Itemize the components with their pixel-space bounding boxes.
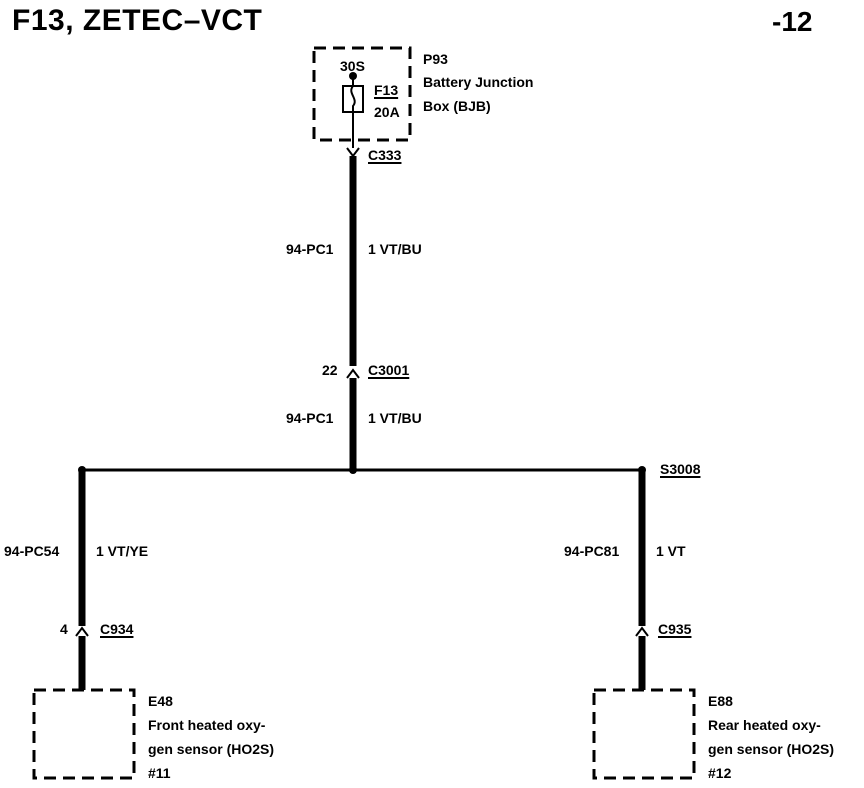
connector-c3001-pin: 22 — [322, 362, 338, 378]
component-e48-box — [32, 688, 136, 780]
wire-upper-circuit: 94-PC1 — [286, 241, 334, 257]
bjb-name-line2: Box (BJB) — [423, 98, 491, 114]
component-e88-line1: Rear heated oxy- — [708, 717, 821, 733]
component-e48-line3: #11 — [148, 765, 171, 781]
bjb-name-line1: Battery Junction — [423, 74, 534, 90]
terminal-label: 30S — [340, 58, 365, 74]
component-e88-box — [592, 688, 696, 780]
page-number: -12 — [772, 6, 813, 37]
connector-c333-symbol — [346, 147, 360, 158]
splice-dot-center — [349, 466, 357, 474]
connector-c934-pin: 4 — [60, 621, 68, 637]
bjb-id-label: P93 — [423, 51, 448, 67]
fuse-rating-label: 20A — [374, 104, 400, 120]
page-title: F13, ZETEC–VCT — [12, 4, 263, 37]
splice-s3008-label: S3008 — [660, 461, 701, 477]
component-e48-id: E48 — [148, 693, 173, 709]
bjb-box — [312, 46, 412, 142]
connector-c935-label: C935 — [658, 621, 692, 637]
wire-middle-circuit: 94-PC1 — [286, 410, 334, 426]
component-e88-line2: gen sensor (HO2S) — [708, 741, 835, 757]
wire-left-color: 1 VT/YE — [96, 543, 149, 559]
wire-left-circuit: 94-PC54 — [4, 543, 60, 559]
connector-c934-label: C934 — [100, 621, 134, 637]
fuse-element — [350, 85, 356, 112]
component-e88-line3: #12 — [708, 765, 732, 781]
connector-c935-symbol — [635, 626, 649, 637]
component-e88-id: E88 — [708, 693, 733, 709]
fuse-id-label: F13 — [374, 82, 399, 98]
wire-middle-color: 1 VT/BU — [368, 410, 422, 426]
component-e48-line2: gen sensor (HO2S) — [148, 741, 275, 757]
wire-upper-color: 1 VT/BU — [368, 241, 422, 257]
connector-c3001-symbol — [346, 368, 360, 379]
component-e48-line1: Front heated oxy- — [148, 717, 266, 733]
connector-c333-label: C333 — [368, 147, 402, 163]
connector-c3001-label: C3001 — [368, 362, 410, 378]
wire-right-color: 1 VT — [656, 543, 686, 559]
wire-right-circuit: 94-PC81 — [564, 543, 620, 559]
connector-c934-symbol — [75, 626, 89, 637]
